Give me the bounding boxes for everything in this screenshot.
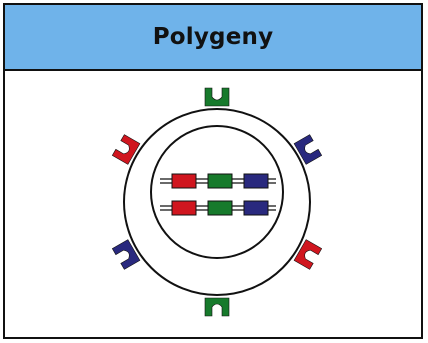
gene-blue-row0 [244,174,268,188]
receptor-green-3 [205,298,229,316]
gene-red-row0 [172,174,196,188]
nucleus [151,126,283,258]
gene-green-row0 [208,174,232,188]
gene-green-row1 [208,201,232,215]
receptor-green-0 [205,88,229,106]
gene-red-row1 [172,201,196,215]
gene-blue-row1 [244,201,268,215]
